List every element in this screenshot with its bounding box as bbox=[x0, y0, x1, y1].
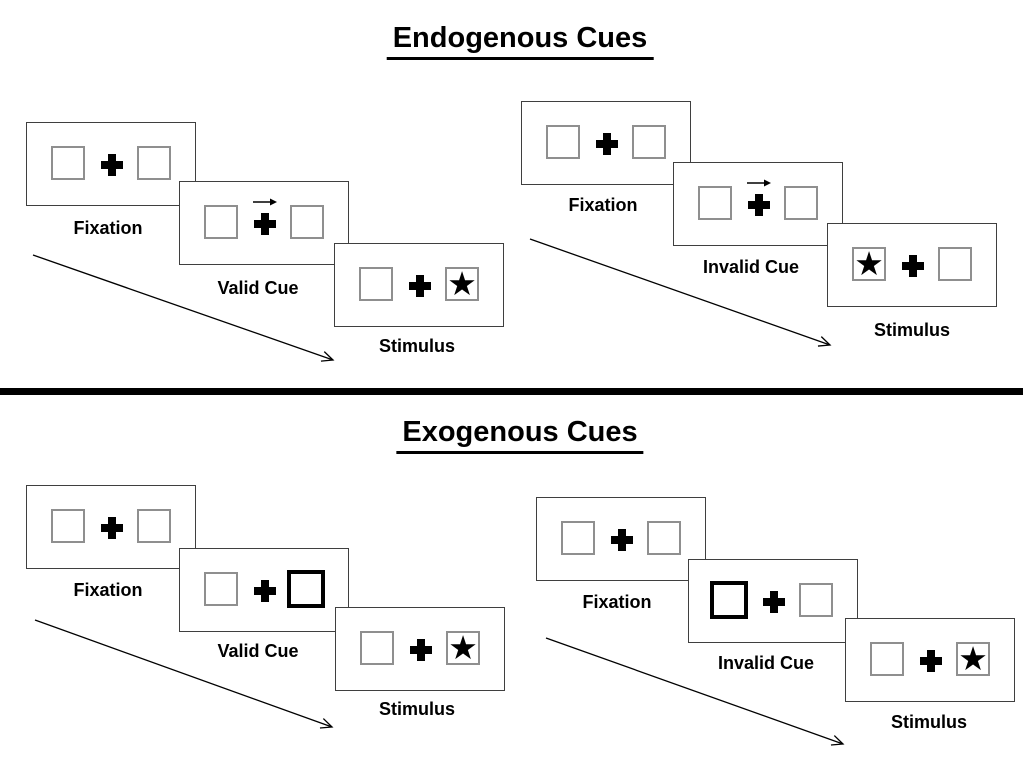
fixation-cross-icon bbox=[763, 591, 785, 613]
section-title-exogenous: Exogenous Cues bbox=[396, 416, 644, 454]
left-box bbox=[359, 267, 393, 301]
step-label: Fixation bbox=[73, 580, 143, 600]
fixation-screen bbox=[26, 485, 196, 569]
section-title-endogenous: Endogenous Cues bbox=[386, 22, 654, 60]
left-box: ★ bbox=[852, 247, 886, 281]
right-box: ★ bbox=[445, 267, 479, 301]
stimulus-screen: ★ bbox=[334, 243, 504, 327]
fixation-cross-icon bbox=[748, 194, 770, 216]
timeline-arrow bbox=[529, 238, 832, 347]
timeline-arrow bbox=[545, 637, 845, 746]
step-label: Invalid Cue bbox=[702, 257, 800, 277]
step-label: Stimulus bbox=[890, 712, 967, 732]
cue-arrow-right-icon bbox=[253, 198, 277, 206]
fixation-screen bbox=[536, 497, 706, 581]
fixation-cross-icon bbox=[254, 580, 276, 602]
right-box bbox=[137, 509, 171, 543]
step-label: Stimulus bbox=[378, 699, 455, 719]
step-label: Stimulus bbox=[873, 320, 950, 340]
left-box bbox=[546, 125, 580, 159]
left-box bbox=[698, 186, 732, 220]
timeline-arrow bbox=[32, 254, 335, 362]
right-box bbox=[632, 125, 666, 159]
left-box bbox=[204, 572, 238, 606]
fixation-cross-icon bbox=[920, 650, 942, 672]
step-label: Valid Cue bbox=[217, 278, 299, 298]
fixation-cross-icon bbox=[101, 517, 123, 539]
cue-screen bbox=[688, 559, 858, 643]
right-box: ★ bbox=[446, 631, 480, 665]
star-target-icon: ★ bbox=[447, 264, 477, 303]
right-box bbox=[137, 146, 171, 180]
step-label: Valid Cue bbox=[217, 641, 299, 661]
stimulus-screen: ★ bbox=[845, 618, 1015, 702]
fixation-cross-icon bbox=[611, 529, 633, 551]
fixation-cross-icon bbox=[409, 275, 431, 297]
star-target-icon: ★ bbox=[448, 628, 478, 667]
step-label: Fixation bbox=[73, 218, 143, 238]
left-box bbox=[204, 205, 238, 239]
section-divider-line bbox=[0, 388, 1023, 395]
fixation-screen bbox=[26, 122, 196, 206]
stimulus-screen: ★ bbox=[827, 223, 997, 307]
stimulus-screen: ★ bbox=[335, 607, 505, 691]
star-target-icon: ★ bbox=[958, 639, 988, 678]
fixation-screen bbox=[521, 101, 691, 185]
step-label: Fixation bbox=[568, 195, 638, 215]
star-target-icon: ★ bbox=[854, 244, 884, 283]
left-box bbox=[51, 509, 85, 543]
cue-box-highlight bbox=[287, 570, 325, 608]
left-box bbox=[360, 631, 394, 665]
fixation-cross-icon bbox=[596, 133, 618, 155]
right-box bbox=[784, 186, 818, 220]
cue-screen bbox=[179, 548, 349, 632]
right-box bbox=[290, 205, 324, 239]
fixation-cross-icon bbox=[101, 154, 123, 176]
cue-box-highlight bbox=[710, 581, 748, 619]
right-box bbox=[938, 247, 972, 281]
left-box bbox=[870, 642, 904, 676]
left-box bbox=[51, 146, 85, 180]
right-box bbox=[647, 521, 681, 555]
left-box bbox=[561, 521, 595, 555]
fixation-cross-icon bbox=[254, 213, 276, 235]
fixation-cross-icon bbox=[410, 639, 432, 661]
cue-screen bbox=[179, 181, 349, 265]
step-label: Fixation bbox=[582, 592, 652, 612]
right-box: ★ bbox=[956, 642, 990, 676]
timeline-arrow bbox=[34, 619, 334, 729]
step-label: Invalid Cue bbox=[717, 653, 815, 673]
cue-arrow-right-icon bbox=[747, 179, 771, 187]
step-label: Stimulus bbox=[378, 336, 455, 356]
right-box bbox=[799, 583, 833, 617]
cue-screen bbox=[673, 162, 843, 246]
fixation-cross-icon bbox=[902, 255, 924, 277]
